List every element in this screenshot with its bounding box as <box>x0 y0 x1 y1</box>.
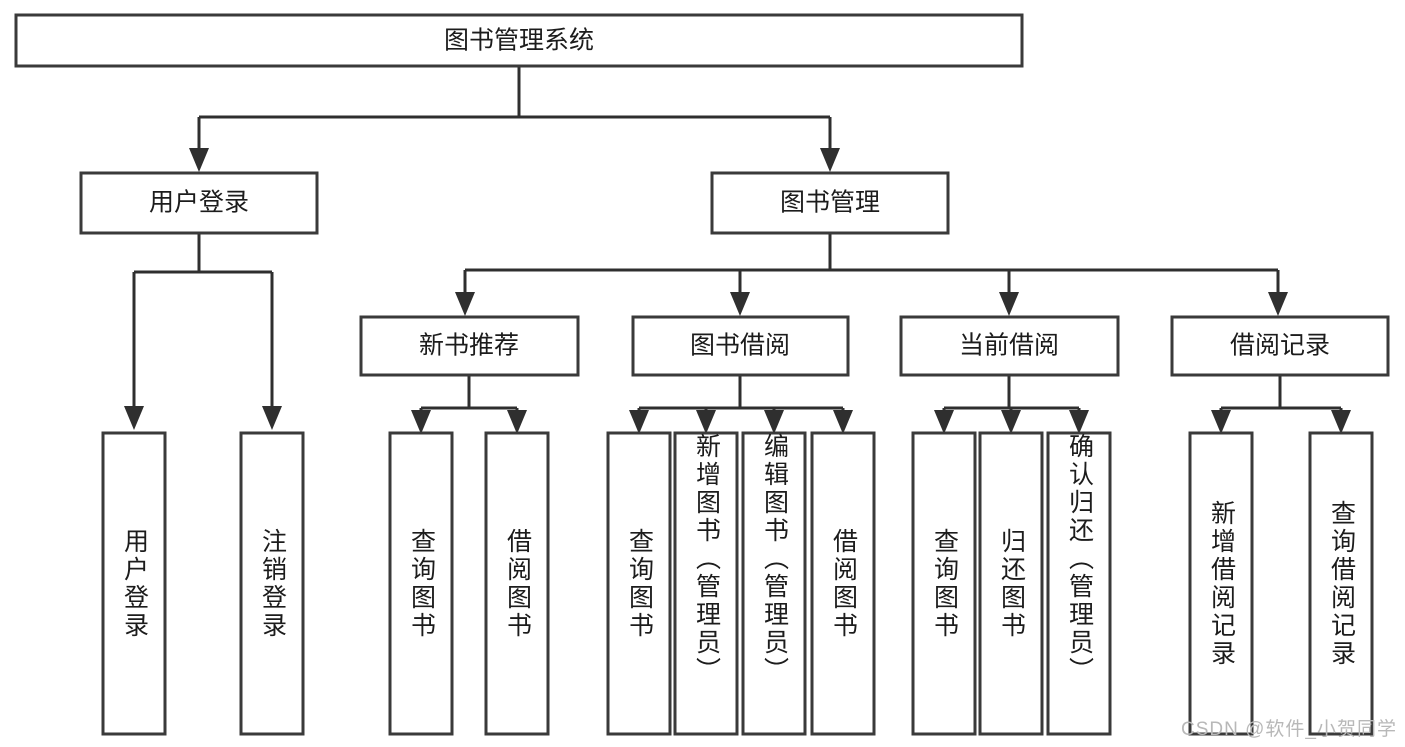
node-user-login-label: 用户登录 <box>149 189 249 217</box>
arrow-head-leaf-current-borrow-1 <box>934 410 954 434</box>
arrow-head-book-mgmt <box>820 148 840 172</box>
node-user-login-box[interactable] <box>79 171 319 235</box>
arrow-head-leaf-current-borrow-2 <box>1001 410 1021 434</box>
arrow-head-user-login <box>189 148 209 172</box>
leaf-box-user-login-1[interactable] <box>101 431 167 736</box>
node-borrow-record-label: 借阅记录 <box>1230 332 1330 360</box>
node-current-borrow-label: 当前借阅 <box>959 332 1059 360</box>
leaf-boxes-user-login <box>101 431 305 736</box>
leaf-box-book-borrow-3[interactable] <box>741 431 807 736</box>
leaf-box-new-book-2[interactable] <box>484 431 550 736</box>
arrow-head-new-book <box>455 292 475 316</box>
arrow-head-leaf-current-borrow-3 <box>1069 410 1089 434</box>
node-borrow-record-box[interactable] <box>1170 315 1390 377</box>
arrow-head-book-borrow <box>730 292 750 316</box>
arrow-head-leaf-book-borrow-3 <box>764 410 784 434</box>
node-new-book-recommend[interactable]: 新书推荐 <box>359 315 580 377</box>
arrow-head-leaf-borrow-record-2 <box>1331 410 1351 434</box>
leaf-box-current-borrow-2[interactable] <box>978 431 1044 736</box>
node-new-book-recommend-label: 新书推荐 <box>419 332 519 360</box>
node-user-login[interactable]: 用户登录 <box>79 171 319 235</box>
leaf-box-borrow-record-2[interactable] <box>1308 431 1374 736</box>
leaf-box-book-borrow-1[interactable] <box>606 431 672 736</box>
node-borrow-record[interactable]: 借阅记录 <box>1170 315 1390 377</box>
node-current-borrow[interactable]: 当前借阅 <box>899 315 1120 377</box>
node-book-management[interactable]: 图书管理 <box>710 171 950 235</box>
node-book-borrow-box[interactable] <box>631 315 850 377</box>
leaf-box-book-borrow-4[interactable] <box>810 431 876 736</box>
arrow-head-leaf-user-login-2 <box>262 406 282 430</box>
node-book-borrow-label: 图书借阅 <box>690 332 790 360</box>
node-root-box[interactable] <box>14 13 1024 68</box>
leaf-box-current-borrow-1[interactable] <box>911 431 977 736</box>
arrow-head-current-borrow <box>999 292 1019 316</box>
arrow-head-leaf-user-login-1 <box>124 406 144 430</box>
leaf-boxes-current-borrow <box>911 431 1112 736</box>
csdn-watermark: CSDN @软件_小贺同学 <box>1181 719 1397 740</box>
connector-group-new-book <box>411 375 527 434</box>
arrow-head-borrow-record <box>1268 292 1288 316</box>
leaf-box-borrow-record-1[interactable] <box>1188 431 1254 736</box>
arrow-head-leaf-new-book-1 <box>411 410 431 434</box>
node-book-borrow[interactable]: 图书借阅 <box>631 315 850 377</box>
leaf-box-new-book-1[interactable] <box>388 431 454 736</box>
leaf-boxes-book-borrow <box>606 431 876 736</box>
node-book-management-label: 图书管理 <box>780 189 880 217</box>
arrow-head-leaf-book-borrow-4 <box>833 410 853 434</box>
leaf-box-book-borrow-2[interactable] <box>673 431 739 736</box>
arrow-head-leaf-book-borrow-1 <box>629 410 649 434</box>
node-current-borrow-box[interactable] <box>899 315 1120 377</box>
leaf-boxes-new-book-recommend <box>388 431 550 736</box>
arrow-head-leaf-book-borrow-2 <box>696 410 716 434</box>
connector-group-root <box>189 66 840 172</box>
arrow-head-leaf-new-book-2 <box>507 410 527 434</box>
connector-group-book-borrow <box>629 375 853 434</box>
connector-group-user-login <box>124 233 282 430</box>
node-root-label: 图书管理系统 <box>444 27 594 55</box>
node-new-book-recommend-box[interactable] <box>359 315 580 377</box>
node-book-management-box[interactable] <box>710 171 950 235</box>
connector-group-current-borrow <box>934 375 1089 434</box>
leaf-boxes-borrow-record <box>1188 431 1374 736</box>
leaf-box-current-borrow-3[interactable] <box>1046 431 1112 736</box>
arrow-head-leaf-borrow-record-1 <box>1211 410 1231 434</box>
leaf-box-user-login-2[interactable] <box>239 431 305 736</box>
connector-group-borrow-record <box>1211 375 1351 434</box>
node-root[interactable]: 图书管理系统 <box>14 13 1024 68</box>
connector-group-book-mgmt <box>455 233 1288 316</box>
